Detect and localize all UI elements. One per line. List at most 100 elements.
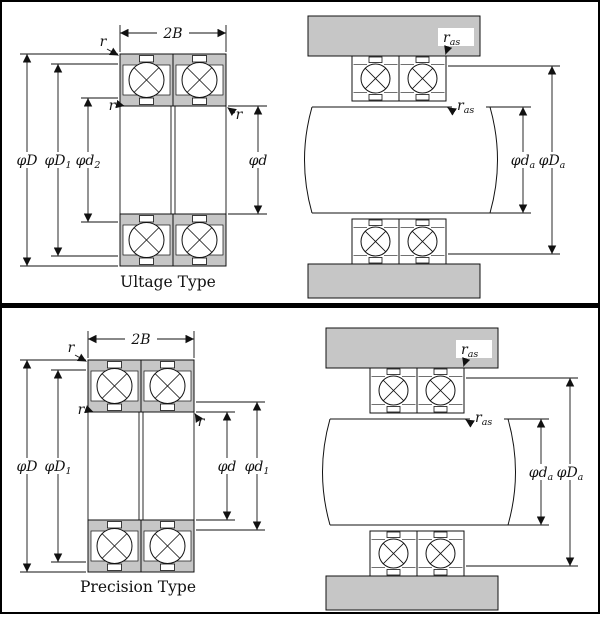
leader [447,107,457,116]
bearing-unit [416,367,465,414]
bearing-unit [398,218,447,265]
dim-phid: φd [196,411,240,521]
bearing-unit [369,530,418,577]
r-label: r [236,107,244,123]
shaft [304,106,498,214]
shaft-end-right [489,106,498,214]
r-label: r [78,402,86,418]
section-divider [0,303,600,308]
leader [227,107,237,116]
ras-label: ras [457,98,474,116]
precision-section: 2B r r r φD φD1 φd [11,327,585,611]
dim-phiD1: φD1 [43,369,86,563]
label-bg [470,408,504,426]
bearing-unit [172,53,227,107]
label-bg [125,330,157,347]
leader [194,413,203,423]
phiD-label: φD [16,153,37,169]
dim-phiDa: φDa [466,377,585,567]
ras-label: ras [475,410,492,428]
phida-label: φda [511,153,536,171]
phiD1-label: φD1 [44,153,71,171]
dim-width-2B: 2B [119,24,227,52]
dim-phiDa: φDa [448,65,567,255]
leader [444,45,453,55]
dim-phiD: φD [11,53,118,267]
dim-phiD1: φD1 [43,63,118,257]
precision-mounted-view: ras ras φda φDa [322,327,585,611]
leader [465,419,475,428]
phid1-label: φd1 [245,459,270,477]
extension-lines [20,53,118,267]
bearing-unit [140,519,195,573]
dim-width-2B: 2B [87,330,195,358]
phid-label: φd [218,459,237,475]
label-bg [43,458,73,474]
r-label: r [109,98,117,114]
label-bg [456,340,492,358]
housing-bottom [307,263,481,299]
label-bg [438,28,474,46]
ultage-mounted-view: ras ras φda φDa [304,15,567,299]
dim-r-inner: r [109,98,125,114]
leader [84,405,94,414]
label-bg [508,152,537,168]
dim-r-inner: r [78,402,94,418]
dim-phid1: φd1 [196,401,271,531]
extension-lines [466,377,578,567]
bearing-unit [416,530,465,577]
label-bg [157,24,189,41]
ultage-section: 2B r r r φD φD1 φd [11,15,567,299]
leader [462,357,471,367]
dim-ras-housing: ras [438,28,474,55]
shaft-end-right [507,418,516,526]
ultage-bearing-cross-section [119,53,227,267]
ultage-title: Ultage Type [120,273,216,291]
r-label: r [100,34,108,50]
bore-silhouette-lines [119,106,227,214]
phiDa-label: φDa [539,153,566,171]
shaft-end-left [304,106,313,214]
dim-phida: φda [508,418,555,526]
label-bg [538,152,567,168]
bearing-unit [87,359,142,413]
label-bg [74,152,102,168]
leader [115,99,125,109]
label-bg [213,458,240,474]
dim-r-bore: r [194,413,206,430]
width-label: 2B [162,26,182,42]
phida-label: φda [529,465,554,483]
bearing-unit [369,367,418,414]
phiD-label: φD [16,459,37,475]
phid2-label: φd2 [76,153,101,171]
bearing-unit [140,359,195,413]
label-bg [43,152,73,168]
bore-silhouette-lines [87,412,195,520]
bearing-unit [119,213,174,267]
label-bg [244,152,272,168]
dim-phid: φd [228,105,272,215]
bearing-unit [398,55,447,102]
width-label: 2B [130,332,150,348]
label-bg [243,458,271,474]
dim-phida: φda [490,106,537,214]
dim-phid2: φd2 [74,97,118,223]
dim-r-bore: r [227,107,244,123]
label-bg [556,464,585,480]
label-bg [11,152,43,168]
dim-ras-shaft: ras [465,408,504,428]
extension-lines [448,65,560,255]
dim-ras-housing: ras [456,340,492,367]
label-bg [11,458,43,474]
phiD1-label: φD1 [44,459,71,477]
phiDa-label: φDa [557,465,584,483]
r-label: r [68,340,76,356]
dim-ras-shaft: ras [447,96,486,116]
bearing-unit [119,53,174,107]
ras-label: ras [461,342,478,360]
bearing-unit [351,218,400,265]
shaft-end-left [322,418,331,526]
precision-title: Precision Type [80,578,196,596]
